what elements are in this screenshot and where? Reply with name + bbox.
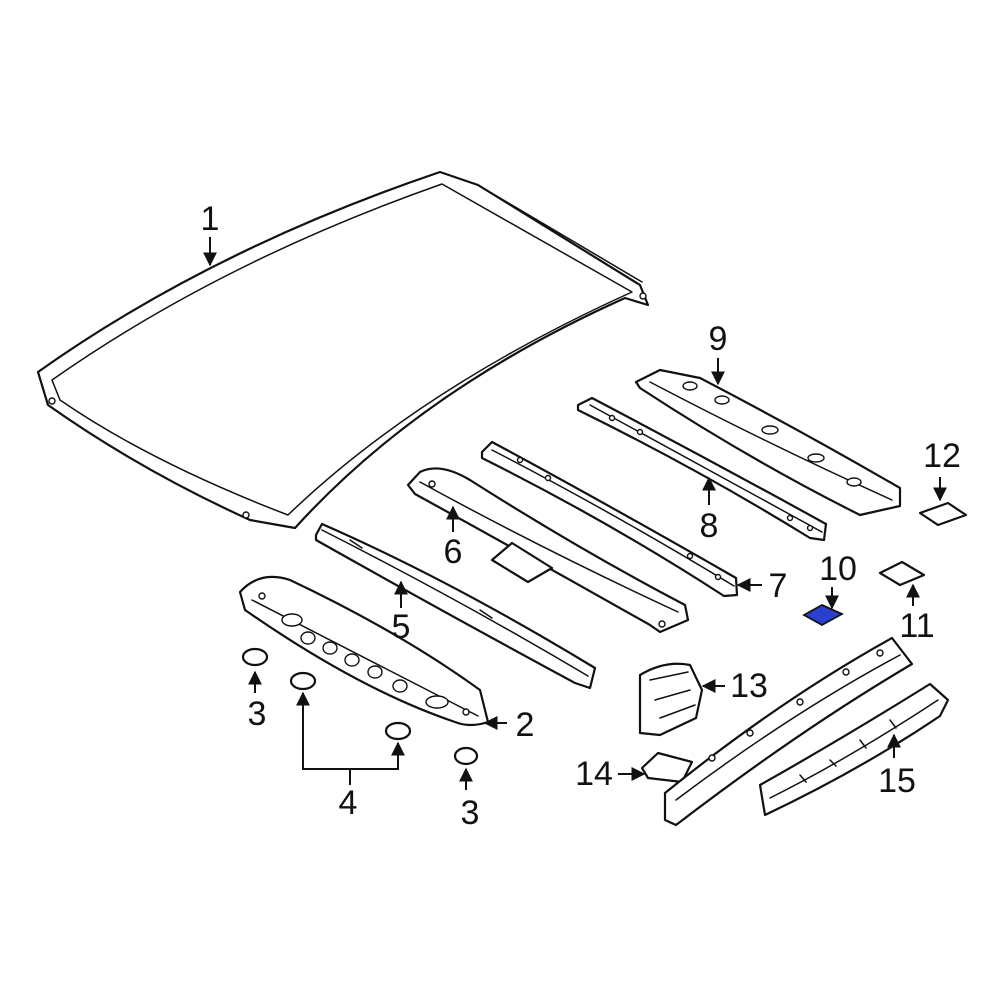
part-9-rear-header[interactable] [634, 368, 902, 517]
callout-4: 4 [339, 784, 358, 822]
callout-11: 11 [899, 607, 934, 645]
part-6-middle-roof-bow[interactable] [406, 467, 690, 634]
callout-3-left: 3 [248, 695, 267, 733]
callout-2: 2 [516, 706, 535, 744]
part-14-bracket[interactable] [640, 751, 694, 784]
callout-10: 10 [819, 550, 857, 588]
part-2-front-header[interactable] [238, 575, 490, 727]
callout-8: 8 [700, 507, 719, 545]
part-8-rear-roof-bow[interactable] [576, 396, 828, 542]
callout-3-right: 3 [461, 794, 480, 832]
part-11-pad[interactable] [878, 560, 926, 587]
part-10-highlighted-pad[interactable] [802, 603, 845, 627]
part-5-front-roof-bow[interactable] [314, 522, 597, 690]
roof-side-rail-with-bracket[interactable] [663, 636, 914, 827]
callout-5: 5 [392, 608, 411, 646]
callout-13: 13 [730, 667, 768, 705]
part-1-roof-panel[interactable] [36, 170, 650, 530]
part-3-plug-left[interactable] [241, 647, 269, 667]
leader-4 [302, 700, 399, 770]
callout-14: 14 [575, 755, 613, 793]
part-4-plug-right[interactable] [384, 721, 412, 741]
callout-1: 1 [201, 200, 220, 238]
callout-15: 15 [878, 762, 916, 800]
part-15-roof-side-rail[interactable] [758, 682, 950, 817]
callout-9: 9 [709, 320, 728, 358]
part-3-plug-right[interactable] [453, 746, 479, 766]
part-4-plug-left[interactable] [289, 671, 317, 691]
part-13-bracket[interactable] [638, 662, 704, 737]
callout-6: 6 [444, 533, 463, 571]
callout-7: 7 [769, 567, 788, 605]
callout-12: 12 [923, 437, 961, 475]
part-12-pad[interactable] [918, 501, 968, 527]
part-7-roof-bow[interactable] [480, 440, 739, 598]
